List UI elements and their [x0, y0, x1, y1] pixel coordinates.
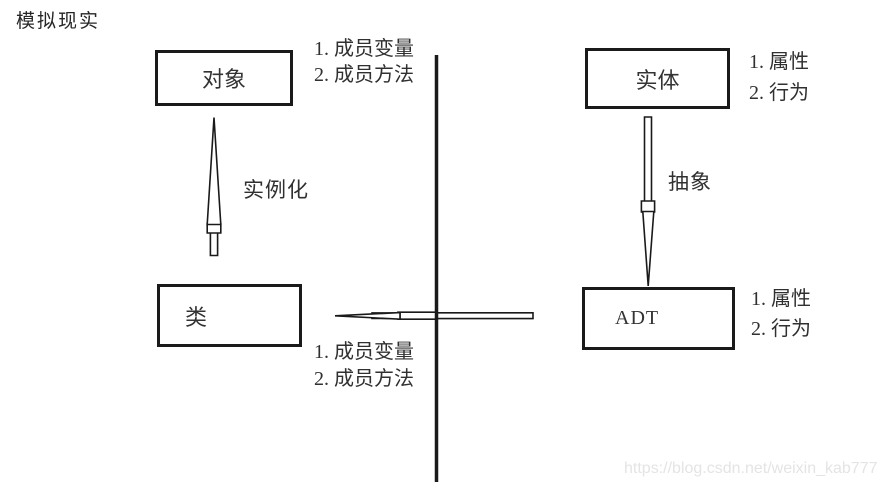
up-arrow-head: [207, 118, 221, 225]
abstract-arrow-label: 抽象: [668, 170, 712, 194]
note-line: 2. 成员方法: [314, 64, 414, 86]
note-line: 1. 属性: [751, 288, 811, 310]
object-box-label: 对象: [201, 67, 246, 92]
down-arrow-head: [643, 212, 654, 287]
watermark-url: https://blog.csdn.net/weixin_kab777: [624, 460, 878, 477]
up-arrow-shaft: [210, 232, 217, 256]
note-line: 1. 属性: [749, 51, 809, 73]
object-member-notes: 1. 成员变量 2. 成员方法: [314, 36, 414, 88]
adt-box: ADT: [582, 287, 735, 350]
class-box-label: 类: [185, 304, 208, 330]
down-arrow-head-base: [641, 201, 654, 212]
note-line: 2. 成员方法: [314, 368, 414, 390]
object-box: 对象: [155, 50, 293, 106]
note-line: 2. 行为: [749, 82, 809, 104]
note-line: 1. 成员变量: [314, 38, 414, 60]
note-line: 1. 成员变量: [314, 341, 414, 363]
page-title: 模拟现实: [16, 11, 101, 32]
down-arrow-shaft: [645, 117, 652, 202]
adt-box-label: ADT: [615, 307, 660, 329]
instantiate-arrow-label: 实例化: [243, 178, 309, 202]
horizontal-arrow-head: [335, 313, 400, 320]
adt-trait-notes: 1. 属性 2. 行为: [751, 284, 811, 344]
horizontal-arrow-shaft: [437, 313, 533, 319]
note-line: 2. 行为: [751, 318, 811, 340]
entity-box-label: 实体: [635, 67, 680, 93]
entity-box: 实体: [585, 48, 730, 109]
entity-trait-notes: 1. 属性 2. 行为: [749, 47, 809, 109]
horizontal-arrow-seg-b: [398, 312, 437, 319]
class-member-notes: 1. 成员变量 2. 成员方法: [314, 339, 414, 393]
class-box: 类: [157, 284, 302, 347]
